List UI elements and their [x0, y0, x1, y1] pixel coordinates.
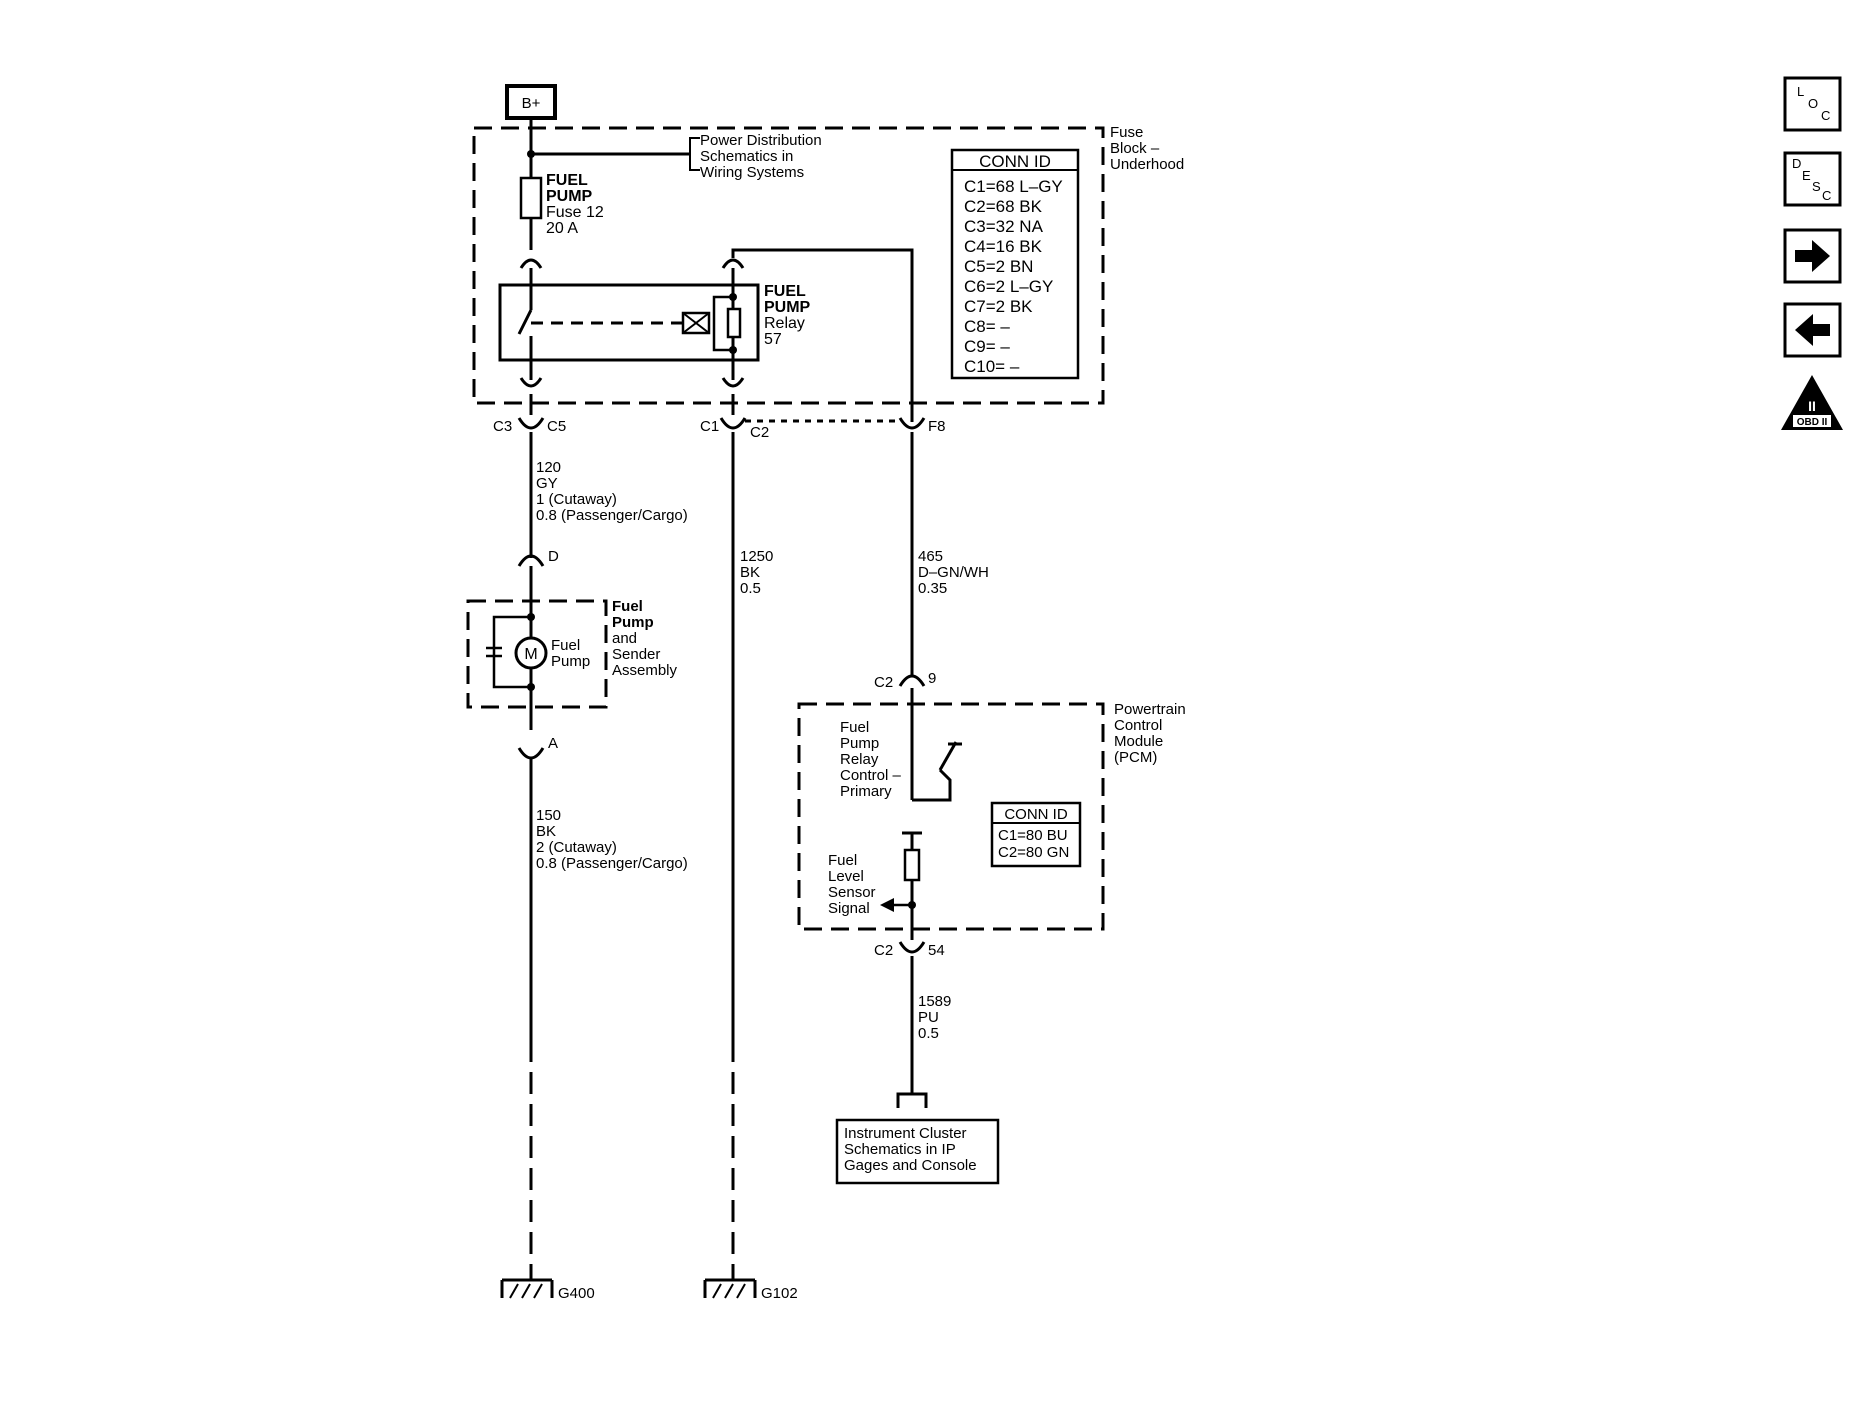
instrument-cluster-label: Instrument Cluster Schematics in IP Gage… — [844, 1125, 977, 1174]
fuse-block-conn-table — [950, 148, 1080, 380]
connector-c3: C3 — [493, 418, 512, 435]
svg-text:E: E — [1802, 168, 1811, 183]
ground-g102-label: G102 — [761, 1285, 798, 1302]
fuse-label: FUEL PUMP Fuse 12 20 A — [546, 172, 608, 237]
power-distribution-reference[interactable]: Power Distribution Schematics in Wiring … — [700, 132, 826, 181]
wire-1589-label: 1589 PU 0.5 — [918, 993, 956, 1042]
svg-text:S: S — [1812, 179, 1821, 194]
next-page-button[interactable] — [1783, 228, 1842, 284]
connector-f8: F8 — [928, 418, 946, 435]
ground-g400-label: G400 — [558, 1285, 595, 1302]
svg-text:C: C — [1821, 108, 1830, 123]
connector-c5: C5 — [547, 418, 566, 435]
pcm-connector-c2-top: C2 — [874, 674, 893, 691]
pcm-title: Powertrain Control Module (PCM) — [1114, 701, 1190, 766]
instrument-cluster-reference[interactable] — [835, 1118, 1000, 1185]
fuel-pump-sender-assembly — [466, 599, 608, 709]
svg-text:D: D — [1792, 156, 1801, 171]
loc-button[interactable]: L O C — [1783, 76, 1842, 132]
fuel-pump-relay — [498, 283, 760, 362]
fuse-block-conn-rows: C1=68 L–GY C2=68 BK C3=32 NA C4=16 BK C5… — [964, 177, 1067, 376]
connector-c1: C1 — [700, 418, 719, 435]
desc-button[interactable]: D E S C — [1783, 151, 1842, 207]
relay-label: FUEL PUMP Relay 57 — [764, 283, 814, 348]
pcm-conn-table — [990, 801, 1082, 868]
svg-text:CONN ID: CONN ID — [979, 152, 1051, 171]
wire-1250-label: 1250 BK 0.5 — [740, 548, 778, 597]
pcm-outline — [797, 702, 1105, 931]
fuel-pump-assembly-label: Fuel Pump and Sender Assembly — [612, 598, 678, 679]
pcm-pin-9: 9 — [928, 670, 936, 687]
svg-text:II: II — [1808, 398, 1816, 414]
right-arrow-icon — [1795, 240, 1830, 272]
obd-ii-button[interactable]: II OBD II — [1781, 375, 1843, 430]
battery-positive-terminal: B+ — [505, 84, 557, 120]
svg-text:O: O — [1808, 96, 1818, 111]
b-plus-label: B+ — [522, 95, 541, 112]
fuse-block-title: Fuse Block – Underhood — [1110, 124, 1184, 173]
wire-465-label: 465 D–GN/WH 0.35 — [918, 548, 993, 597]
wire-150-label: 150 BK 2 (Cutaway) 0.8 (Passenger/Cargo) — [536, 807, 688, 872]
connector-d: D — [548, 548, 559, 565]
pcm-connector-c2-bottom: C2 — [874, 942, 893, 959]
left-arrow-icon — [1795, 314, 1830, 346]
ground-g102-icon — [703, 1278, 757, 1299]
wire-120-label: 120 GY 1 (Cutaway) 0.8 (Passenger/Cargo) — [536, 459, 688, 524]
svg-text:L: L — [1797, 84, 1804, 99]
pcm-conn-rows: C1=80 BU C2=80 GN — [998, 827, 1072, 861]
fuel-pump-fuse — [519, 176, 543, 220]
connector-a: A — [548, 735, 558, 752]
pcm-fuel-level-label: Fuel Level Sensor Signal — [828, 852, 880, 917]
ground-g400-icon — [500, 1278, 554, 1299]
fuel-pump-motor — [514, 636, 548, 670]
svg-text:C: C — [1822, 188, 1831, 203]
fuse-block-outline — [472, 126, 1105, 405]
pcm-pin-54: 54 — [928, 942, 945, 959]
pcm-relay-control-label: Fuel Pump Relay Control – Primary — [840, 719, 905, 800]
svg-text:CONN ID: CONN ID — [1004, 806, 1068, 823]
svg-text:OBD II: OBD II — [1797, 417, 1828, 428]
svg-text:M: M — [524, 646, 537, 663]
obd-ii-triangle-icon: II OBD II — [1781, 375, 1843, 430]
fuel-pump-motor-label: Fuel Pump — [551, 637, 590, 670]
previous-page-button[interactable] — [1783, 302, 1842, 358]
connector-c2: C2 — [750, 424, 769, 441]
